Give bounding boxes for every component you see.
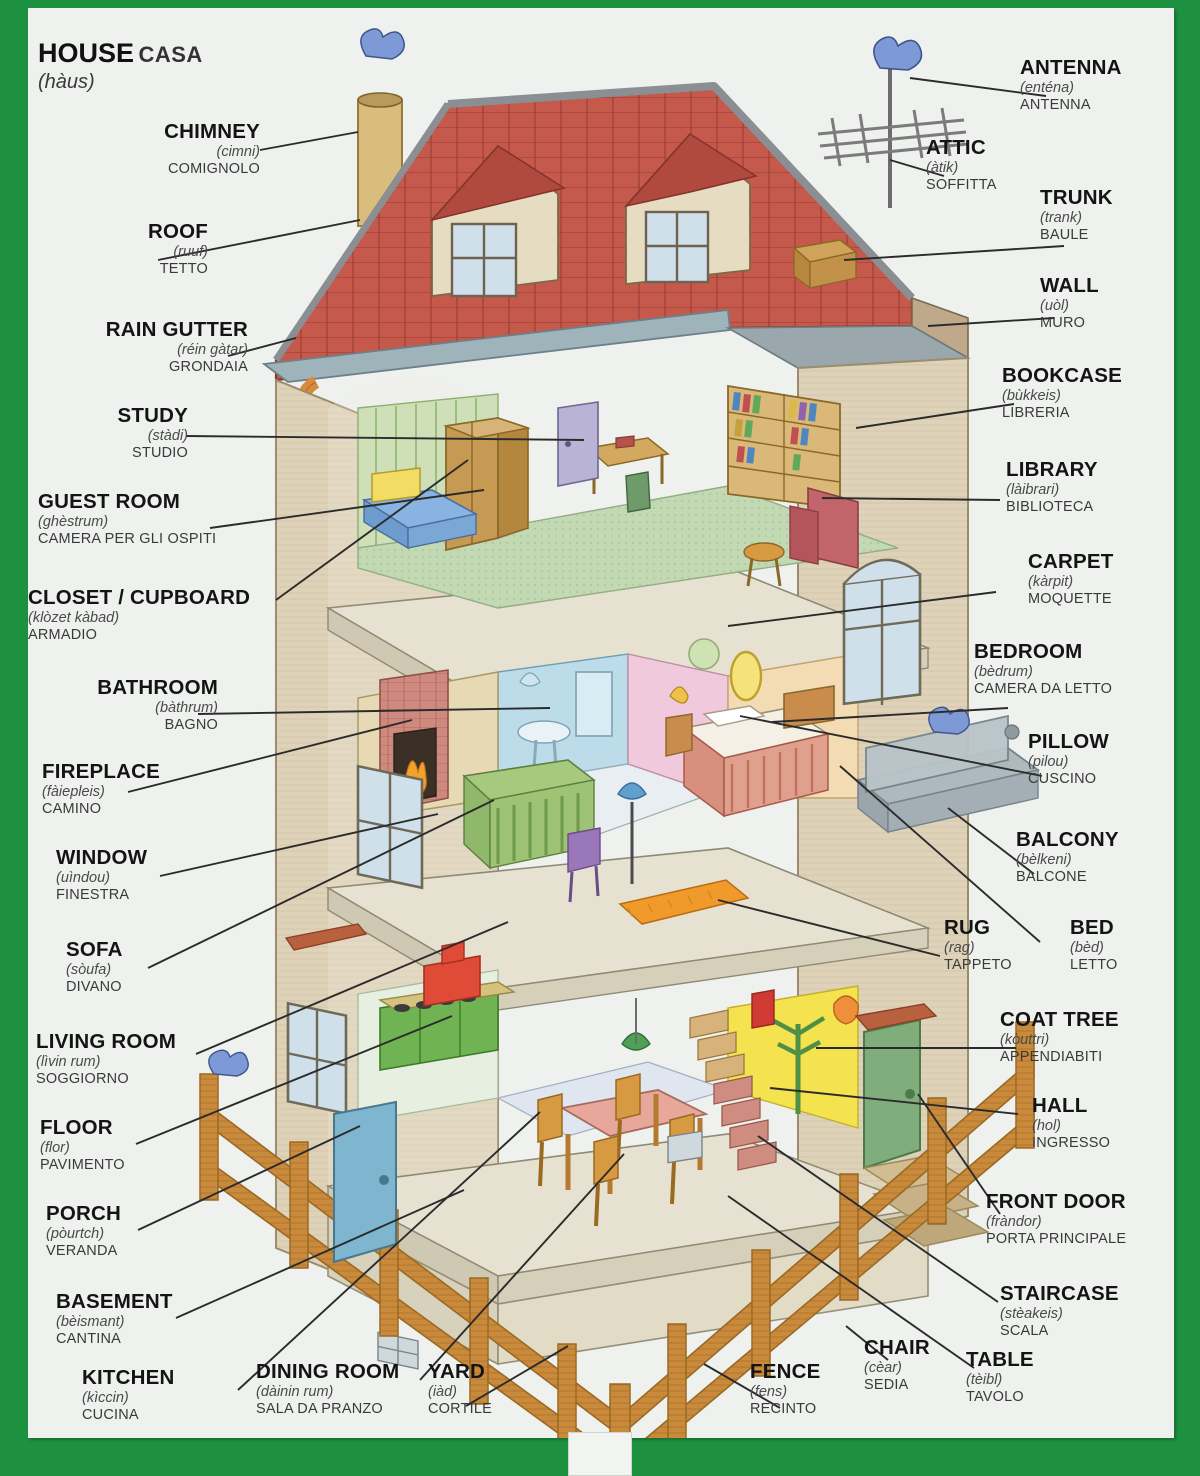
bird-on-balcony [928,706,970,735]
bathroom-fixtures [517,671,613,769]
label-library[interactable]: LIBRARY (làibrari) BIBLIOTECA [1006,458,1098,516]
label-coat-tree[interactable]: COAT TREE (kòuttri) APPENDIABITI [1000,1008,1119,1066]
label-table[interactable]: TABLE (tèibl) TAVOLO [966,1348,1034,1406]
dormer-window-left [429,144,567,298]
label-window[interactable]: WINDOW (uìndou) FINESTRA [56,846,148,904]
label-rain-gutter[interactable]: RAIN GUTTER (réin gàtar) GRONDAIA [105,318,248,376]
label-study[interactable]: STUDY (stàdi) STUDIO [117,404,188,462]
label-carpet[interactable]: CARPET (kàrpit) MOQUETTE [1028,550,1114,608]
label-porch[interactable]: PORCH (pòurtch) VERANDA [46,1202,122,1260]
title-italian: CASA [138,42,203,67]
bottom-page-tab [568,1432,632,1476]
label-hall[interactable]: HALL (hol) INGRESSO [1032,1094,1111,1152]
label-wall[interactable]: WALL (uòl) MURO [1040,274,1099,332]
side-door [333,1100,397,1264]
mirror [729,650,763,702]
label-bathroom[interactable]: BATHROOM (bàthrum) BAGNO [97,676,218,734]
label-trunk[interactable]: TRUNK (trank) BAULE [1040,186,1113,244]
study-door [557,401,599,487]
label-chair[interactable]: CHAIR (cèar) SEDIA [864,1336,930,1394]
label-roof[interactable]: ROOF (ruuf) TETTO [147,220,208,278]
bedroom-window [842,558,922,706]
label-bedroom[interactable]: BEDROOM (bèdrum) CAMERA DA LETTO [974,640,1113,698]
wall-hanging [751,989,775,1029]
label-basement[interactable]: BASEMENT (bèismant) CANTINA [56,1290,173,1348]
poster-title: HOUSE CASA (hàus) [38,38,203,94]
label-living-room[interactable]: LIVING ROOM (lìvin rum) SOGGIORNO [36,1030,177,1088]
label-fence[interactable]: FENCE (fens) RECINTO [750,1360,821,1418]
label-guest-room[interactable]: GUEST ROOM (ghèstrum) CAMERA PER GLI OSP… [38,490,217,548]
label-dining-room[interactable]: DINING ROOM (dàinin rum) SALA DA PRANZO [256,1360,400,1418]
label-kitchen[interactable]: KITCHEN (kìccin) CUCINA [82,1366,175,1424]
label-staircase[interactable]: STAIRCASE (stèakeis) SCALA [1000,1282,1119,1340]
study-chair [625,471,651,513]
poster-sheet: HOUSE CASA (hàus) CHIMNEY (cimni) COMIGN… [28,8,1174,1438]
title-english: HOUSE [38,38,135,68]
label-pillow[interactable]: PILLOW (pilou) CUSCINO [1028,730,1109,788]
stool [743,542,785,587]
title-phonetic: (hàus) [38,71,95,93]
label-rug[interactable]: RUG (rag) TAPPETO [944,916,1012,974]
label-chimney[interactable]: CHIMNEY (cimni) COMIGNOLO [164,120,260,178]
hall-lamp [833,995,859,1025]
label-yard[interactable]: YARD (iàd) CORTILE [428,1360,492,1418]
dormer-window-right [623,132,759,286]
door-canopy [854,1003,938,1031]
label-antenna[interactable]: ANTENNA (enténa) ANTENNA [1020,56,1122,114]
pillow-guest [371,467,421,503]
library-furniture [727,384,859,587]
label-balcony[interactable]: BALCONY (bèlkeni) BALCONE [1016,828,1119,886]
label-attic[interactable]: ATTIC (àtik) SOFFITTA [926,136,997,194]
label-sofa[interactable]: SOFA (sòufa) DIVANO [66,938,123,996]
purple-chair [567,827,601,903]
headboard [783,685,835,729]
roof-illustration [261,82,915,1239]
floor-lamp [617,782,647,884]
antenna-illustration [817,36,969,208]
nightstand-lamp [665,686,693,757]
label-fireplace[interactable]: FIREPLACE (fàiepleis) CAMINO [42,760,160,818]
wall-plant [688,638,720,670]
label-closet-cupboard[interactable]: CLOSET / CUPBOARD (klòzet kàbad) ARMADIO [28,586,251,644]
rug [618,879,750,925]
label-bookcase[interactable]: BOOKCASE (bùkkeis) LIBRERIA [1002,364,1123,422]
study-furniture [557,401,670,513]
label-floor[interactable]: FLOOR (flor) PAVIMENTO [40,1116,125,1174]
label-front-door[interactable]: FRONT DOOR (fràndor) PORTA PRINCIPALE [986,1190,1127,1248]
label-bed[interactable]: BED (bèd) LETTO [1070,916,1118,974]
